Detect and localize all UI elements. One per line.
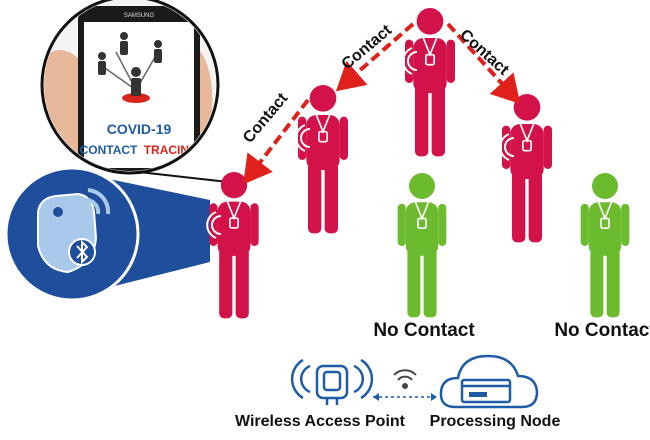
wifi-icon xyxy=(393,369,417,389)
person-infected-4 xyxy=(499,94,553,244)
contact-arrows xyxy=(243,22,521,185)
person-infected-3 xyxy=(402,8,456,158)
no-contact-label-2: No Contact xyxy=(554,320,650,341)
person-healthy-1 xyxy=(396,173,448,319)
bluetooth-tag-callout xyxy=(4,166,210,302)
phone-brand: SAMSUNG xyxy=(124,13,155,19)
phone-title-covid: COVID-19 xyxy=(107,121,172,137)
bluetooth-tag-icon xyxy=(37,188,111,274)
arrow-2-to-1 xyxy=(243,98,310,185)
no-contact-label-1: No Contact xyxy=(373,320,475,341)
processing-node-label: Processing Node xyxy=(430,413,561,430)
person-infected-1 xyxy=(206,172,260,320)
arrow-3-to-4 xyxy=(446,22,521,104)
phone-title-contact: CONTACT xyxy=(80,143,138,157)
people-network-icon xyxy=(98,32,162,103)
contact-label-3: Contact xyxy=(240,90,292,147)
phone-magnifier: SAMSUNG COVID-19 CONTACT TRACING xyxy=(40,0,229,183)
smartphone: SAMSUNG COVID-19 CONTACT TRACING xyxy=(78,6,200,171)
person-healthy-2 xyxy=(579,173,631,319)
access-point-label: Wireless Access Point xyxy=(235,413,406,430)
cloud-server-icon xyxy=(439,354,539,409)
arrow-3-to-2 xyxy=(335,22,415,92)
contact-label-2: Contact xyxy=(456,26,512,79)
wireless-access-point-icon xyxy=(290,358,374,405)
